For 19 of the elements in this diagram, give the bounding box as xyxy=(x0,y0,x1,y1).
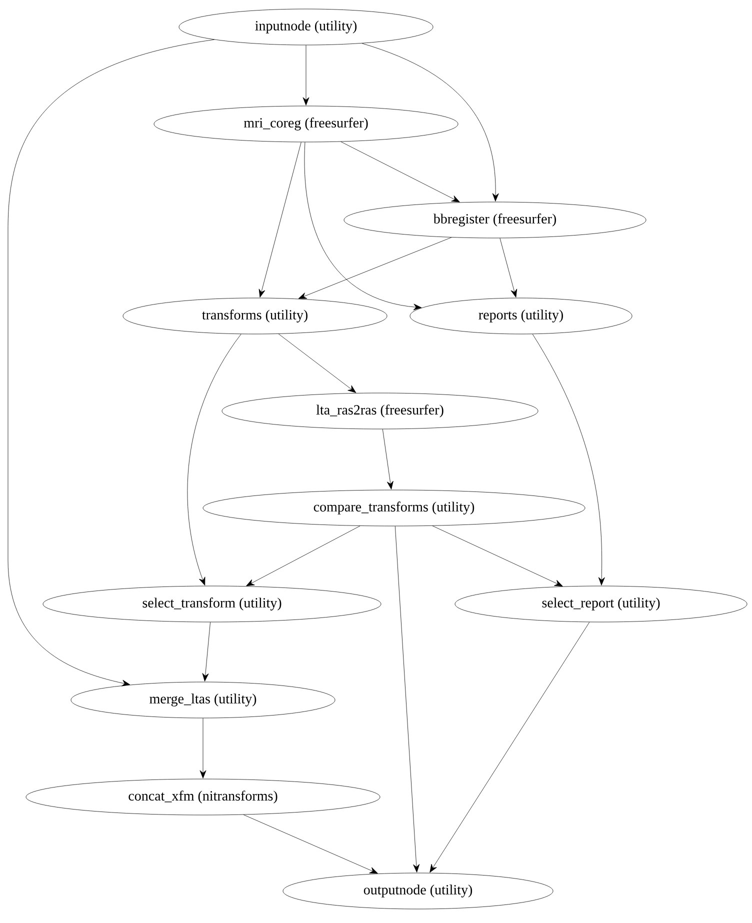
arrow xyxy=(298,237,452,299)
arrow xyxy=(500,238,518,298)
arrow xyxy=(187,334,242,586)
arrow xyxy=(532,334,605,586)
arrow xyxy=(243,814,378,874)
arrow xyxy=(432,526,563,586)
arrow xyxy=(200,718,206,778)
arrow xyxy=(362,43,499,202)
arrow xyxy=(340,142,460,202)
arrow xyxy=(304,142,422,310)
arrow xyxy=(8,39,215,686)
arrow xyxy=(278,334,356,393)
arrow xyxy=(258,142,302,298)
arrow xyxy=(302,45,310,106)
arrow xyxy=(382,429,394,490)
arrow xyxy=(430,622,590,873)
arrow xyxy=(394,526,420,872)
arrow xyxy=(246,526,360,586)
arrow xyxy=(202,622,210,682)
